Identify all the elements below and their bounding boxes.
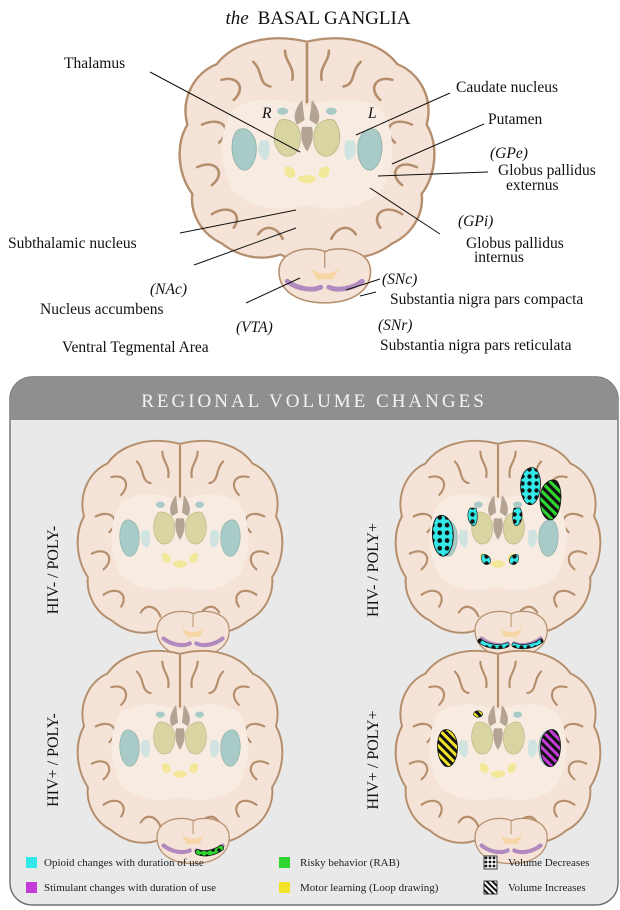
- label-vta-abbr: (VTA): [236, 319, 273, 336]
- legend-swatch-risky: [279, 857, 290, 868]
- group-label-hivneg-polyneg: HIV- / POLY-: [45, 526, 62, 614]
- legend-decrease: Volume Decreases: [508, 857, 589, 869]
- legend-risky: Risky behavior (RAB): [300, 857, 400, 869]
- label-gpe-abbr: (GPe): [490, 145, 528, 162]
- legend-motor: Motor learning (Loop drawing): [300, 882, 439, 894]
- group-label-hivpos-polyneg: HIV+ / POLY-: [45, 713, 62, 807]
- label-putamen: Putamen: [488, 111, 542, 128]
- hemisphere-right: R: [261, 105, 272, 122]
- label-snr-abbr: (SNr): [378, 317, 412, 334]
- label-gpe-line2: externus: [506, 177, 559, 194]
- label-nac-abbr: (NAc): [150, 281, 187, 298]
- hemisphere-left: L: [367, 105, 377, 122]
- label-snr: Substantia nigra pars reticulata: [380, 337, 572, 354]
- label-nac: Nucleus accumbens: [40, 301, 164, 318]
- label-thalamus: Thalamus: [64, 55, 125, 72]
- legend-swatch-stimulant: [26, 882, 37, 893]
- group-label-hivneg-polypos: HIV- / POLY+: [365, 523, 382, 617]
- group-label-hivpos-polypos: HIV+ / POLY+: [365, 710, 382, 809]
- legend-swatch-decrease: [484, 856, 497, 869]
- title-prefix: the: [225, 8, 248, 29]
- main-brain-diagram: [180, 38, 435, 303]
- label-snc-abbr: (SNc): [382, 271, 417, 288]
- label-vta: Ventral Tegmental Area: [62, 339, 209, 356]
- label-gpi-abbr: (GPi): [458, 213, 493, 230]
- legend-increase: Volume Increases: [508, 882, 586, 894]
- figure-title: the BASAL GANGLIA: [225, 8, 410, 29]
- label-subthalamic: Subthalamic nucleus: [8, 235, 137, 252]
- legend-swatch-increase: [484, 881, 497, 894]
- legend-swatch-motor: [279, 882, 290, 893]
- label-snc: Substantia nigra pars compacta: [390, 291, 583, 308]
- legend-stimulant: Stimulant changes with duration of use: [44, 882, 216, 894]
- title-main: BASAL GANGLIA: [258, 8, 411, 29]
- label-caudate: Caudate nucleus: [456, 79, 558, 96]
- panel-title: REGIONAL VOLUME CHANGES: [141, 391, 487, 412]
- legend-opioid: Opioid changes with duration of use: [44, 857, 204, 869]
- legend-swatch-opioid: [26, 857, 37, 868]
- label-gpi-line2: internus: [474, 249, 524, 266]
